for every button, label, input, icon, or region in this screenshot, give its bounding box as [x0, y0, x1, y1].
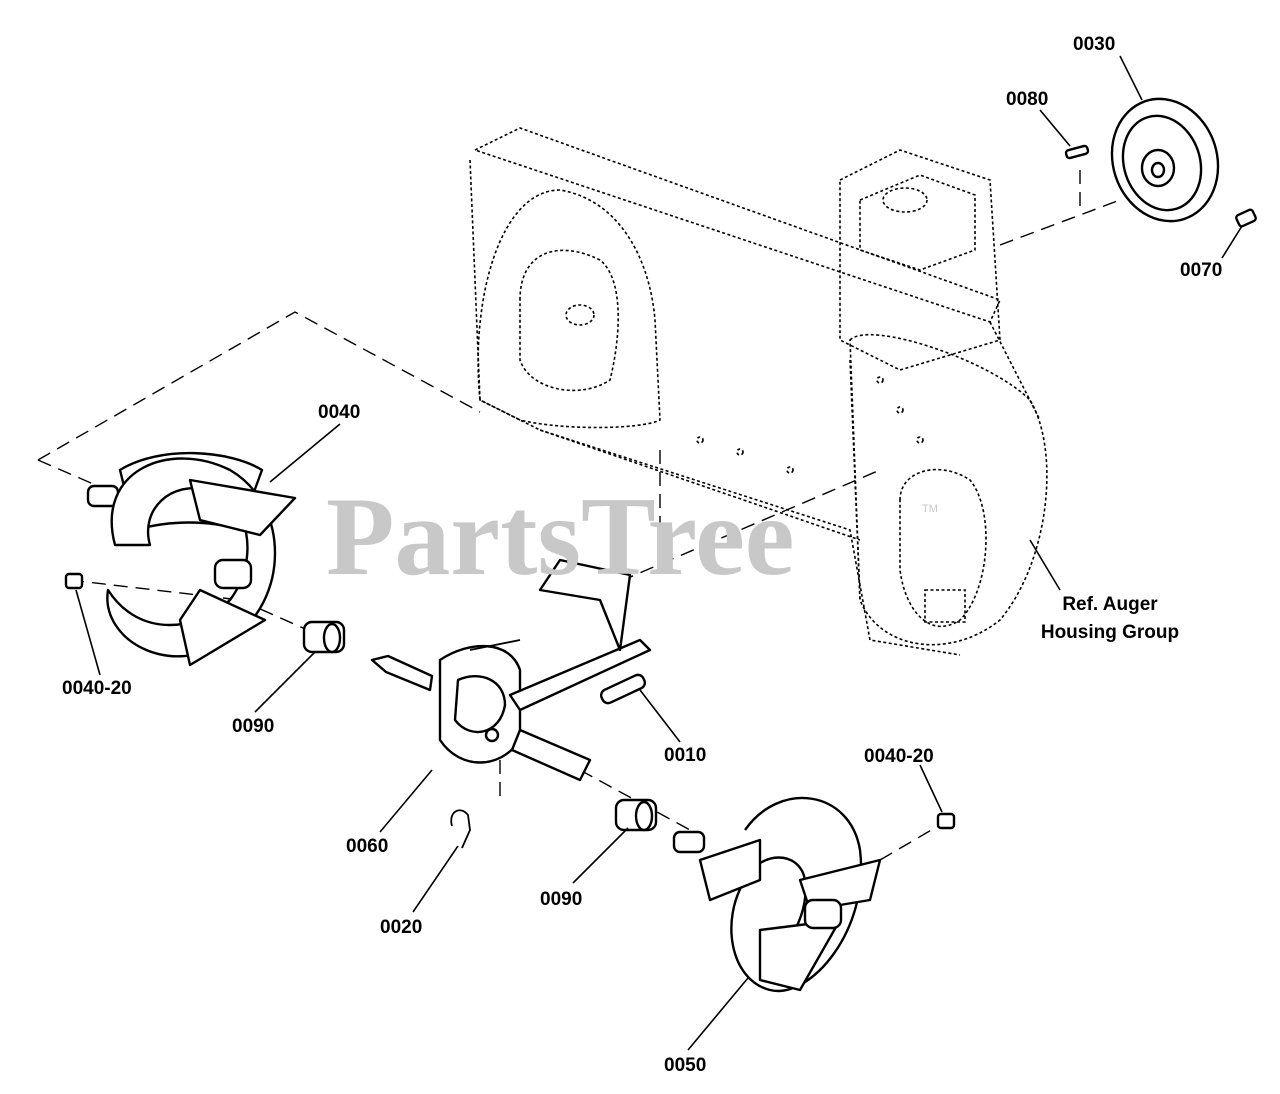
- pulley-0030: [1110, 97, 1220, 223]
- auger-left-0040: [86, 451, 297, 667]
- callout-0080: 0080: [1006, 89, 1048, 110]
- reference-note-line2: Housing Group: [1041, 622, 1179, 643]
- gearbox-0060: [370, 558, 652, 782]
- callout-0020: 0020: [380, 917, 422, 938]
- bearing-0090-left: [302, 620, 346, 654]
- auger-right-0050: [672, 796, 882, 993]
- cotter-pin-0020: [450, 809, 471, 849]
- callout-0090-left: 0090: [232, 716, 274, 737]
- partstree-watermark: PartsTree: [326, 475, 795, 599]
- reference-note-line1: Ref. Auger: [1062, 594, 1158, 615]
- screw-0070: [1235, 208, 1257, 228]
- callout-0010: 0010: [664, 745, 706, 766]
- callout-0070: 0070: [1180, 260, 1222, 281]
- callout-0040-20-left: 0040-20: [62, 678, 132, 699]
- assembly-centerlines: [37, 170, 1121, 861]
- watermark-trademark: TM: [922, 503, 938, 515]
- shear-bolt-0040-20-right: [936, 812, 956, 830]
- callout-0030: 0030: [1073, 34, 1115, 55]
- leader-lines: [75, 55, 1243, 1051]
- auger-housing-outline: [469, 127, 1048, 656]
- key-0080: [1064, 144, 1090, 160]
- pin-0010: [599, 673, 647, 705]
- callout-0060: 0060: [346, 836, 388, 857]
- bearing-0090-right: [614, 798, 658, 832]
- callout-0040: 0040: [318, 402, 360, 423]
- callout-0040-20-right: 0040-20: [864, 746, 934, 767]
- shear-bolt-0040-20-left: [64, 572, 84, 590]
- callout-0090-right: 0090: [540, 889, 582, 910]
- callout-0050: 0050: [664, 1055, 706, 1076]
